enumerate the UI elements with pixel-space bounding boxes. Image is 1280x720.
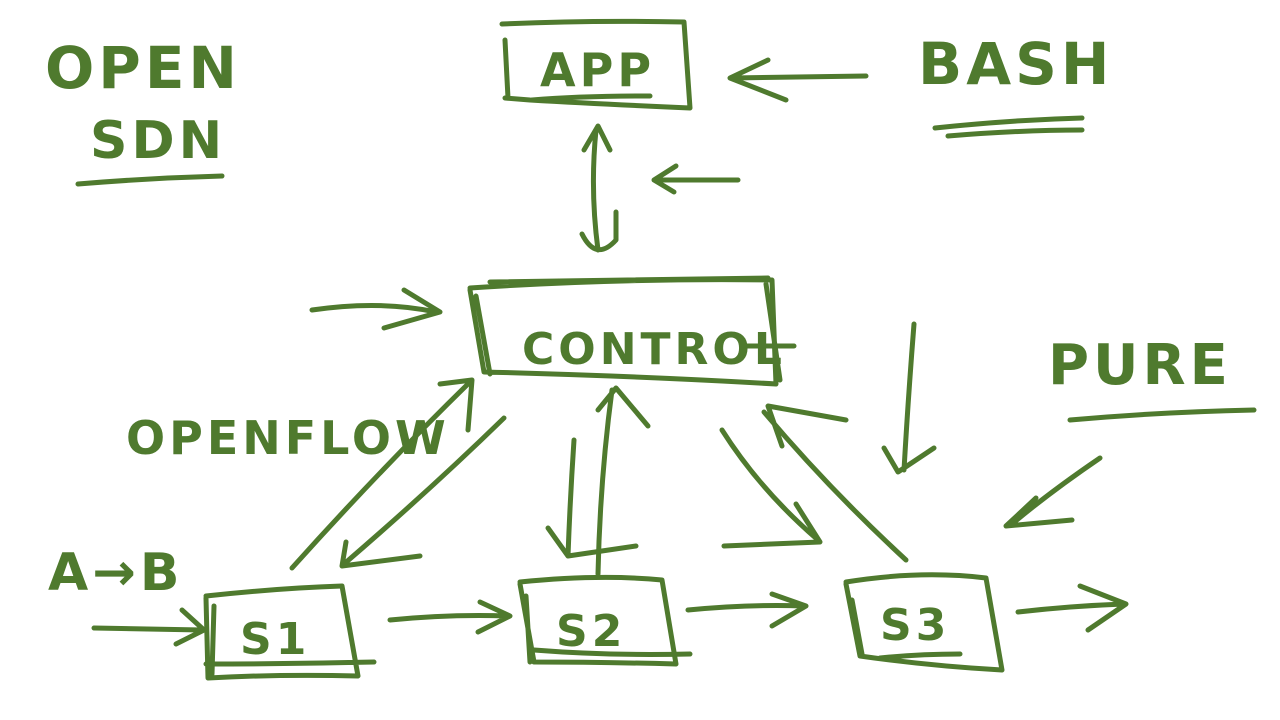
control-label: CONTROL <box>522 324 786 375</box>
arrow-s1-to-control <box>289 377 475 571</box>
arrow-control-to-s3 <box>719 427 823 549</box>
bash-label: BASH <box>918 30 1113 98</box>
arrow-into-control <box>309 287 443 331</box>
app-label: APP <box>540 43 655 97</box>
arrow-down-to-s3 <box>881 321 937 475</box>
s3-box <box>843 572 1005 673</box>
arrow-app-control <box>579 123 619 253</box>
s1-box <box>203 583 377 681</box>
bash-underline-top <box>932 115 1085 131</box>
arrow-s3-to-control <box>761 403 909 563</box>
s1-label: S1 <box>240 614 310 665</box>
sdn-label: SDN <box>90 111 226 171</box>
s3-label: S3 <box>880 600 950 651</box>
arrow-control-to-s1 <box>339 415 507 569</box>
app-underline <box>529 93 653 103</box>
bash-underline-bottom <box>945 127 1085 139</box>
small-left-arrow <box>651 163 741 195</box>
arrow-out-of-s3 <box>1015 583 1129 633</box>
control-box <box>467 275 783 387</box>
pure-underline <box>1067 407 1257 423</box>
arrow-pure-to-s3 <box>1003 455 1103 529</box>
s2-label: S2 <box>556 606 626 657</box>
arrow-s2-to-s3 <box>685 591 809 629</box>
pure-label: PURE <box>1048 333 1232 398</box>
open-label: OPEN <box>45 34 241 102</box>
arrow-s1-to-s2 <box>387 599 513 635</box>
s2-box <box>517 574 693 667</box>
arrow-control-to-s2 <box>545 437 639 559</box>
openflow-label: OPENFLOW <box>126 411 450 465</box>
arrow-into-s1 <box>91 607 207 647</box>
app-box <box>499 18 693 111</box>
a-to-b-label: A→B <box>48 543 183 603</box>
arrow-bash-to-app <box>727 57 869 103</box>
sdn-underline <box>75 173 225 187</box>
